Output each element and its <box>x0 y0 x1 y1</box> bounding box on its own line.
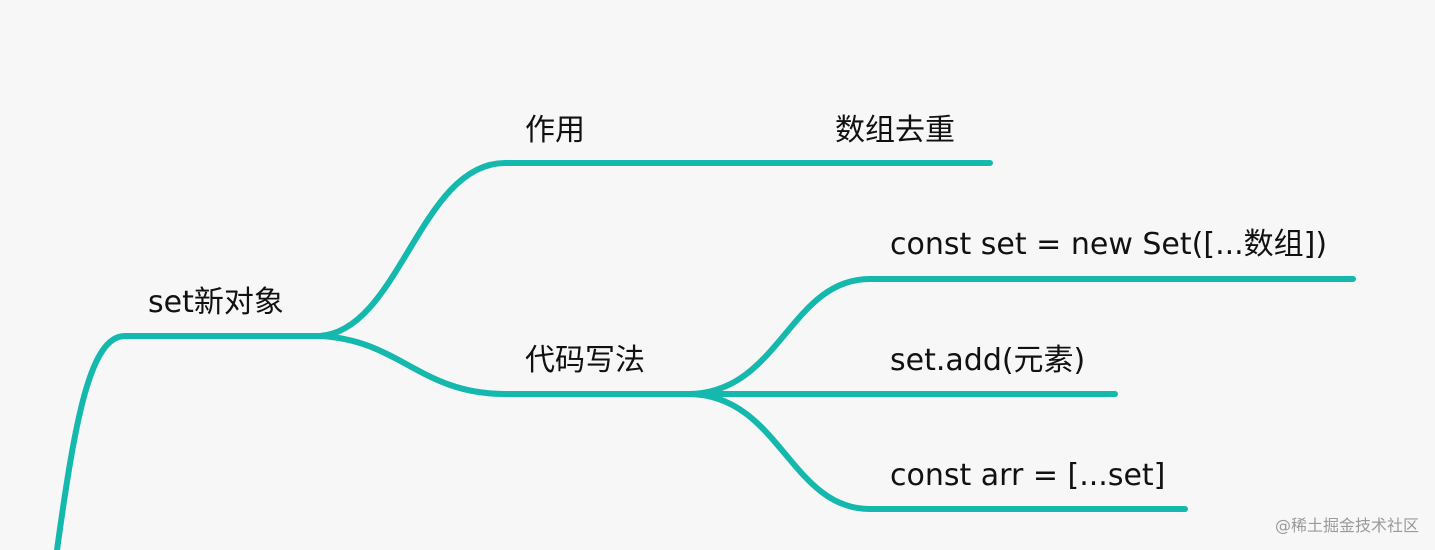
branch-line-code <box>317 333 693 397</box>
node-code-new-set: const set = new Set([...数组]) <box>890 227 1328 262</box>
branch-line-root <box>54 333 323 550</box>
branch-line-purpose <box>317 160 993 339</box>
branch-line-code-new-set <box>687 276 1356 397</box>
node-code-spread: const arr = [...set] <box>890 458 1166 493</box>
node-array-dedup: 数组去重 <box>835 113 955 148</box>
mindmap-root-node: set新对象 <box>148 285 284 320</box>
node-code-usage: 代码写法 <box>525 343 645 378</box>
node-purpose: 作用 <box>525 113 585 148</box>
branch-line-code-spread <box>687 391 1188 512</box>
watermark-text: @稀土掘金技术社区 <box>1274 516 1419 535</box>
node-code-add: set.add(元素) <box>890 343 1086 378</box>
